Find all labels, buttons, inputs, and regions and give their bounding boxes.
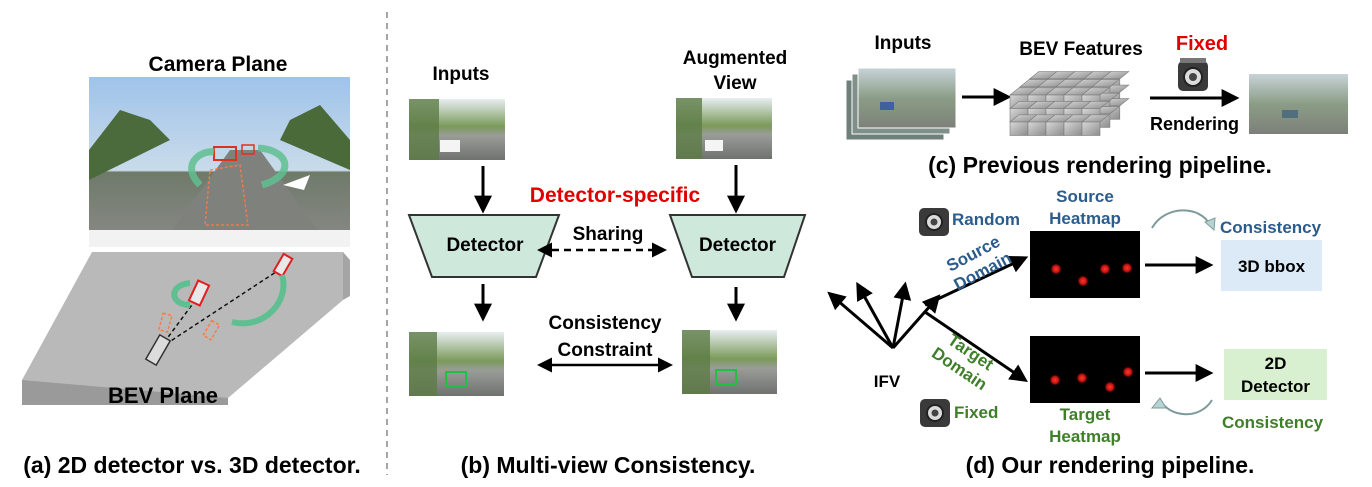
fixed-label-d: Fixed — [954, 403, 999, 422]
bev-plane-top — [22, 252, 343, 398]
target-heatmap-label-1: Target — [1059, 405, 1111, 424]
bev-features-label: BEV Features — [1019, 39, 1143, 60]
voxel-cell — [1045, 121, 1065, 136]
detector-left-shape — [407, 214, 561, 278]
camera-icon — [919, 208, 949, 236]
ifv-arrows — [827, 281, 941, 350]
sharing-label: Sharing — [572, 224, 644, 245]
consistency-bottom-label: Consistency — [1222, 413, 1324, 432]
caption-d: (d) Our rendering pipeline. — [965, 452, 1255, 478]
augmented-view-label-2: View — [713, 73, 757, 94]
caption-c: (c) Previous rendering pipeline. — [928, 152, 1272, 178]
detector-2d-label-1: 2D — [1264, 354, 1287, 373]
detector-2d-box — [1224, 349, 1327, 400]
source-heatmap-label-1: Source — [1056, 187, 1114, 206]
rendered-output-photo — [1249, 74, 1348, 134]
camera-plane-label: Camera Plane — [148, 53, 288, 76]
panel-b — [407, 98, 807, 396]
panel-c — [845, 67, 1348, 141]
detector-left-label: Detector — [446, 235, 524, 256]
target-heatmap — [1030, 336, 1140, 403]
source-heatmap-label-2: Heatmap — [1049, 209, 1121, 228]
voxel-cell — [1063, 121, 1083, 136]
camera-icon — [920, 399, 950, 427]
source-heatmap — [1030, 231, 1140, 298]
camera-plane-scene — [89, 105, 350, 247]
fixed-label-c: Fixed — [1175, 33, 1229, 55]
ifv-label: IFV — [873, 372, 901, 391]
caption-b: (b) Multi-view Consistency. — [460, 452, 756, 478]
inputs-label-b: Inputs — [432, 64, 490, 85]
consistency-constraint-label-2: Constraint — [557, 340, 653, 361]
detector-right-shape — [668, 214, 807, 278]
bev-plane-objects — [144, 252, 294, 367]
panel-a — [22, 77, 350, 405]
consistency-top-label: Consistency — [1220, 218, 1322, 237]
augmented-view-label-1: Augmented — [682, 48, 788, 69]
detector-2d-label-2: Detector — [1241, 377, 1310, 396]
target-heatmap-label-2: Heatmap — [1049, 427, 1121, 446]
voxel-cell — [1009, 121, 1029, 136]
rendering-label: Rendering — [1149, 114, 1239, 134]
consistency-constraint-label-1: Consistency — [548, 313, 662, 334]
detector-specific-label: Detector-specific — [529, 184, 701, 207]
detector-right-label: Detector — [698, 235, 777, 256]
bev-feature-cube — [1009, 71, 1130, 136]
bbox-3d-label: 3D bbox — [1237, 257, 1306, 276]
inputs-label-c: Inputs — [874, 33, 932, 54]
caption-a: (a) 2D detector vs. 3D detector. — [23, 452, 361, 478]
curved-arrow-icon — [1151, 209, 1211, 229]
voxel-cell — [1081, 121, 1101, 136]
bbox-3d-box — [1221, 240, 1322, 291]
panel-d — [827, 209, 1327, 416]
input-stack — [845, 67, 957, 141]
voxel-cell — [1027, 121, 1047, 136]
random-label: Random — [952, 210, 1020, 229]
camera-icon — [1178, 58, 1208, 91]
bev-plane-label: BEV Plane — [107, 383, 219, 408]
